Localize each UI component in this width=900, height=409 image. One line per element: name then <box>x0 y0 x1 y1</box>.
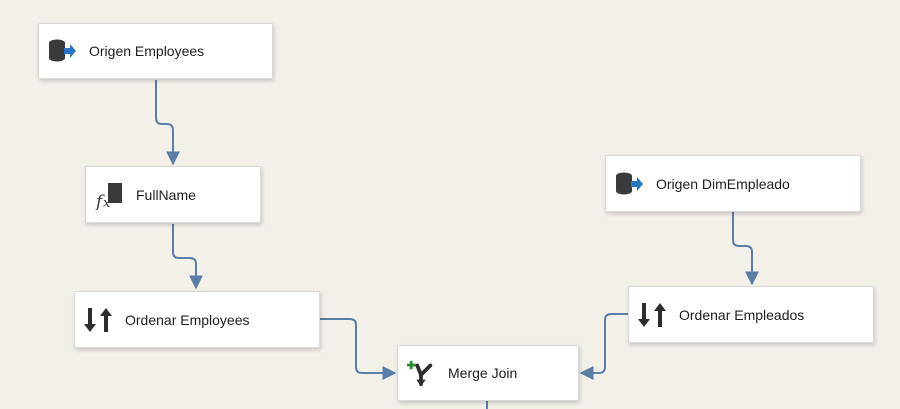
component-ordenar-empleados[interactable]: Ordenar Empleados <box>628 286 874 343</box>
component-label: Origen Employees <box>89 43 205 59</box>
component-label: Origen DimEmpleado <box>656 175 790 192</box>
component-label: Ordenar Employees <box>125 311 250 328</box>
connector-ordenar-empleados-to-merge-join <box>579 313 628 380</box>
database-source-icon <box>47 36 77 66</box>
merge-join-icon <box>406 358 436 388</box>
component-ordenar-employees[interactable]: Ordenar Employees <box>74 291 320 348</box>
component-origen-dimempleado[interactable]: Origen DimEmpleado <box>605 155 861 212</box>
component-origen-employees[interactable]: Origen Employees <box>38 23 273 79</box>
component-label: FullName <box>136 186 196 203</box>
component-label: Ordenar Empleados <box>679 306 805 323</box>
connector-fullname-to-ordenar-employees <box>172 224 203 290</box>
component-label: Merge Join <box>448 365 518 381</box>
connector-origen-dimempleado-to-ordenar-empleados <box>732 212 759 286</box>
derived-column-fx-icon: f x <box>94 180 124 210</box>
connector-origen-employees-to-fullname <box>155 80 180 166</box>
sort-icon <box>637 300 667 330</box>
svg-text:f: f <box>94 192 105 210</box>
component-merge-join[interactable]: Merge Join <box>397 345 579 401</box>
svg-text:x: x <box>103 196 111 210</box>
database-source-icon <box>614 169 644 199</box>
component-fullname[interactable]: f x FullName <box>85 166 261 223</box>
sort-icon <box>83 305 113 335</box>
connector-ordenar-employees-to-merge-join <box>320 318 397 380</box>
